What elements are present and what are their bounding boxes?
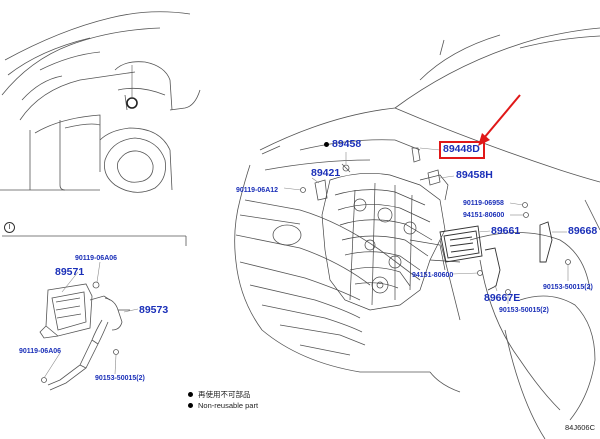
part-label-90153-50015-mid[interactable]: 90153-50015(2) <box>499 307 549 314</box>
highlighted-part-box <box>439 141 485 159</box>
part-label-89448D[interactable]: 89448D <box>443 143 480 155</box>
module-assembly <box>39 281 130 391</box>
part-label-89458[interactable]: 89458 <box>332 138 362 150</box>
part-label-90153-50015-left[interactable]: 90153-50015(2) <box>95 375 145 382</box>
part-label-94151-80600-top[interactable]: 94151-80600 <box>463 212 505 219</box>
part-label-89571[interactable]: 89571 <box>55 266 85 278</box>
inset-marker: I <box>4 222 15 233</box>
engine-bay <box>321 173 461 311</box>
part-label-90153-50015-right[interactable]: 90153-50015(2) <box>543 284 593 291</box>
part-label-90119-06958[interactable]: 90119-06958 <box>463 200 504 207</box>
part-label-90119-06A12[interactable]: 90119-06A12 <box>236 187 279 194</box>
part-label-90119-06A06-bottom[interactable]: 90119-06A06 <box>19 348 62 355</box>
part-label-89421[interactable]: 89421 <box>311 167 341 179</box>
part-label-89573[interactable]: 89573 <box>139 304 169 316</box>
figure-code: 84J606C <box>565 423 596 432</box>
part-label-89661[interactable]: 89661 <box>491 225 521 237</box>
non-reusable-dot-89458 <box>324 142 329 147</box>
legend-dot-1 <box>188 392 193 397</box>
legend-dot-2 <box>188 403 193 408</box>
legend-english-text: Non-reusable part <box>198 401 259 410</box>
part-label-90119-06A06-top[interactable]: 90119-06A06 <box>75 255 118 262</box>
inset-frame <box>2 235 187 246</box>
ecu-module <box>439 225 483 263</box>
part-label-94151-80600-mid[interactable]: 94151-80600 <box>412 272 454 279</box>
vehicle-front <box>234 27 600 439</box>
part-label-89458H[interactable]: 89458H <box>456 169 493 181</box>
highlight-arrow <box>478 94 521 146</box>
part-label-89667E[interactable]: 89667E <box>484 292 521 304</box>
part-label-89668[interactable]: 89668 <box>568 225 598 237</box>
legend-japanese-text: 再使用不可部品 <box>198 390 251 399</box>
vehicle-rear-view <box>0 11 201 193</box>
